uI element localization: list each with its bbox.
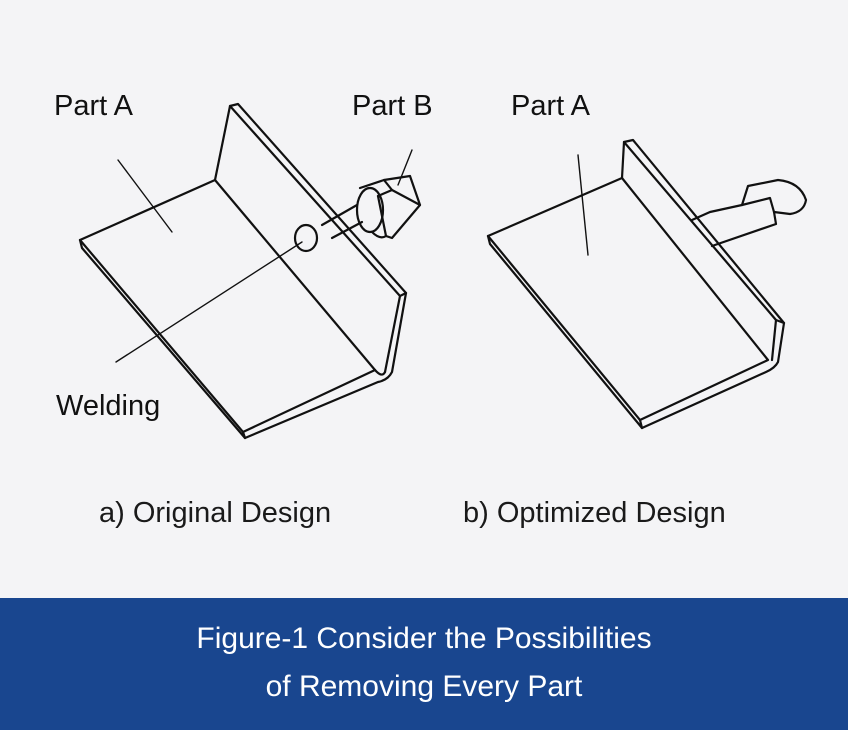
weld-hole: [293, 223, 319, 253]
leader-part-b: [397, 149, 413, 186]
snap-tab: [690, 178, 808, 248]
banner-title-line-1: Figure-1 Consider the Possibilities: [196, 622, 652, 655]
leader-part-a-original: [117, 159, 173, 233]
diagram-canvas: [78, 102, 808, 440]
banner-title-line-2: of Removing Every Part: [265, 670, 583, 703]
part-b-pin: [320, 174, 422, 240]
caption-optimized-design: b) Optimized Design: [463, 497, 726, 529]
leader-welding: [115, 241, 303, 363]
label-part-a-optimized: Part A: [511, 90, 590, 122]
caption-original-design: a) Original Design: [99, 497, 332, 529]
label-welding: Welding: [56, 390, 161, 422]
part-a-original-bracket: [78, 102, 408, 440]
label-part-b: Part B: [352, 90, 433, 122]
label-part-a-original: Part A: [54, 90, 133, 122]
figure-title-banner: Figure-1 Consider the Possibilities of R…: [0, 598, 848, 730]
leader-part-a-optimized: [577, 154, 589, 256]
part-a-optimized-bracket: [486, 138, 808, 430]
